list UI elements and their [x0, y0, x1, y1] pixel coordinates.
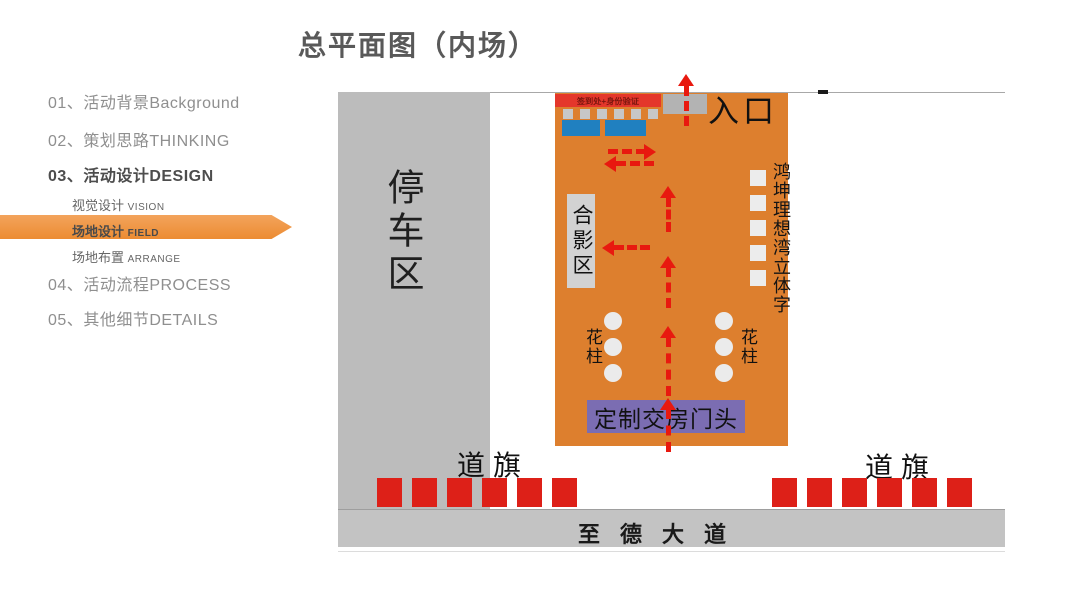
flow-arrowhead-left-icon: [602, 240, 614, 256]
flow-arrow-through-gate: [666, 409, 671, 452]
flow-arrow-left: [616, 161, 654, 166]
flow-arrowhead-up-icon: [660, 256, 676, 268]
letter-block: [750, 245, 766, 261]
boundary-tick-mark: [818, 90, 828, 94]
photo-area-label: 合影区: [570, 203, 593, 279]
flow-arrowhead-left-icon: [604, 156, 616, 172]
road-lower-line: [338, 551, 1005, 552]
flower-column: [715, 338, 733, 356]
flow-arrowhead-up-icon: [660, 326, 676, 338]
flower-column: [715, 312, 733, 330]
road-flag: [482, 478, 507, 507]
chair: [648, 109, 658, 119]
road-flag: [552, 478, 577, 507]
page-title: 总平面图（内场）: [298, 30, 539, 61]
letter-block: [750, 170, 766, 186]
road-flag: [842, 478, 867, 507]
sidebar-item-background[interactable]: 01、活动背景Background: [48, 95, 240, 112]
flower-column: [715, 364, 733, 382]
letter-block: [750, 195, 766, 211]
flow-arrow-up-3: [666, 337, 671, 396]
road-name-label: 至德大道: [578, 522, 747, 547]
flower-column-label-left: 花柱: [583, 328, 602, 366]
chair: [597, 109, 607, 119]
sidebar-item-thinking[interactable]: 02、策划思路THINKING: [48, 133, 230, 150]
road-flag: [447, 478, 472, 507]
entrance-label: 入口: [708, 94, 778, 129]
road-flag: [807, 478, 832, 507]
checkin-chairs-row: [563, 109, 658, 119]
checkin-banner: 签到处+身份验证: [555, 94, 661, 107]
road-flags-left: [377, 478, 577, 507]
flow-arrowhead-right-icon: [644, 144, 656, 160]
parking-zone: [338, 92, 490, 509]
photo-area-box: 合影区: [567, 194, 595, 288]
sidebar-item-process[interactable]: 04、活动流程PROCESS: [48, 277, 232, 294]
chair: [563, 109, 573, 119]
flower-column: [604, 364, 622, 382]
road-flag: [772, 478, 797, 507]
flow-arrow-up-2: [666, 267, 671, 308]
flow-arrow-right: [608, 149, 646, 154]
flow-arrow-entrance: [684, 86, 689, 126]
flower-column: [604, 338, 622, 356]
checkin-table: [562, 120, 600, 136]
sidebar-subitem-vision[interactable]: 视觉设计 VISION: [72, 198, 165, 213]
flower-column: [604, 312, 622, 330]
sidebar-subitem-field[interactable]: 场地设计 FIELD: [72, 224, 160, 239]
letter-block: [750, 270, 766, 286]
flower-columns-right: [715, 312, 733, 382]
flow-arrowhead-up-icon: [660, 186, 676, 198]
sidebar-item-design[interactable]: 03、活动设计DESIGN: [48, 168, 214, 185]
flow-arrowhead-up-icon: [660, 398, 676, 410]
flower-columns-left: [604, 312, 622, 382]
checkin-table: [605, 120, 646, 136]
sidebar-subitem-arrange[interactable]: 场地布置 ARRANGE: [72, 250, 181, 265]
letter-block: [750, 220, 766, 236]
road-flag: [877, 478, 902, 507]
road-flag: [412, 478, 437, 507]
flow-arrowhead-up-icon: [678, 74, 694, 86]
site-boundary-line: [338, 92, 1005, 93]
road-flag: [912, 478, 937, 507]
flower-column-label-right: 花柱: [738, 328, 757, 366]
flow-arrow-up-1: [666, 197, 671, 232]
logo-wall-letter-blocks: [750, 170, 766, 286]
chair: [580, 109, 590, 119]
parking-zone-label: 停车区: [382, 168, 423, 297]
road-flag: [517, 478, 542, 507]
road-flag: [377, 478, 402, 507]
road-flag: [947, 478, 972, 507]
sidebar-item-details[interactable]: 05、其他细节DETAILS: [48, 312, 219, 329]
active-subitem-highlight-arrow: [0, 215, 292, 239]
road-flags-right: [772, 478, 972, 507]
road-flag-label-left: 道旗: [457, 451, 530, 482]
road-strip: [338, 509, 1005, 547]
chair: [631, 109, 641, 119]
flow-arrow-to-photo-area: [614, 245, 650, 250]
chair: [614, 109, 624, 119]
logo-wall-label: 鸿坤理想湾立体字: [771, 162, 791, 314]
